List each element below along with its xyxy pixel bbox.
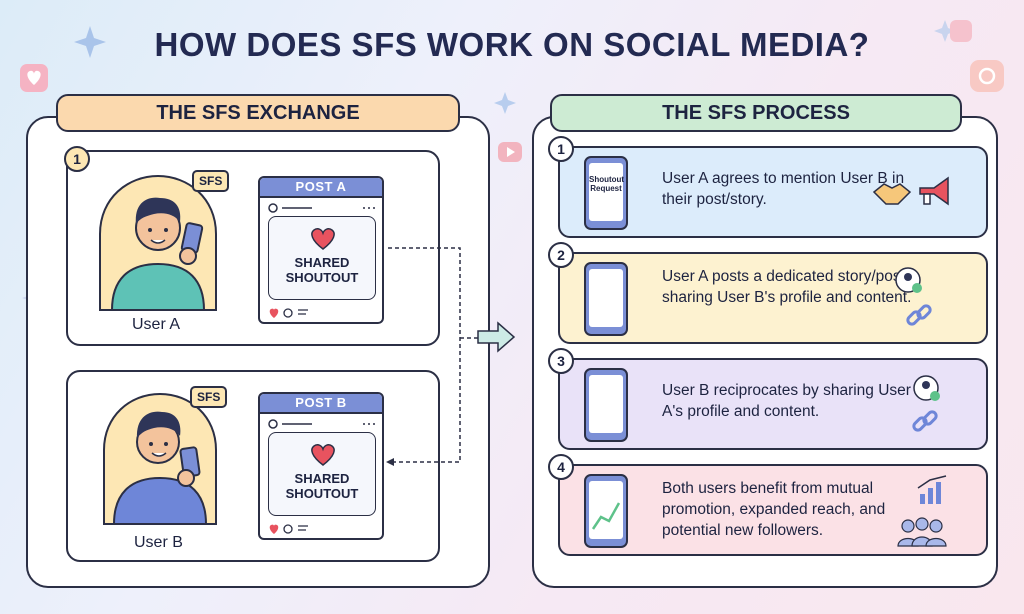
process-step-1: 1 Shoutout Request User A agrees to ment… <box>548 136 988 238</box>
sparkle-icon <box>494 92 516 114</box>
phone-icon: Shoutout Request <box>584 156 628 230</box>
step-number: 4 <box>548 454 574 480</box>
post-b: POST B SHARED SHOUTOUT <box>258 392 384 540</box>
sparkle-icon <box>934 20 956 42</box>
phone-icon <box>584 474 628 548</box>
followers-group-icon <box>897 517 947 547</box>
post-b-text: SHARED SHOUTOUT <box>269 471 375 501</box>
shoutout-label-line-2: Request <box>590 184 622 193</box>
bar-chart-icon <box>917 475 947 504</box>
link-icon <box>912 410 938 432</box>
step-3-text: User B reciprocates by sharing User A's … <box>662 382 911 420</box>
sfs-speech-bubble: SFS <box>192 170 230 192</box>
exchange-header: THE SFS EXCHANGE <box>56 94 460 132</box>
process-header: THE SFS PROCESS <box>550 94 962 132</box>
profile-check-icon <box>913 375 940 401</box>
post-a-text-line-1: SHARED <box>294 255 350 270</box>
process-step-2: 2 User A posts a dedicated story/post sh… <box>548 242 988 344</box>
post-a-title: POST A <box>260 178 382 198</box>
shoutout-label-line-1: Shoutout <box>589 175 625 184</box>
page-title: HOW DOES SFS WORK ON SOCIAL MEDIA? <box>154 26 870 63</box>
step-number: 2 <box>548 242 574 268</box>
post-action-icons <box>269 524 308 534</box>
user-b-illustration <box>103 392 217 525</box>
post-b-text-line-2: SHOUTOUT <box>285 486 359 501</box>
user-a-label: User A <box>132 316 181 333</box>
user-b-label: User B <box>134 534 183 551</box>
step-4-text: Both users benefit from mutual promotion… <box>662 480 886 539</box>
step-1-text: User A agrees to mention User B in their… <box>662 170 905 208</box>
step-2-text: User A posts a dedicated story/post shar… <box>662 268 912 306</box>
post-action-icons <box>269 308 308 318</box>
sfs-speech-bubble: SFS <box>190 386 228 408</box>
heart-badge-icon <box>950 20 972 42</box>
post-b-content: SHARED SHOUTOUT <box>268 432 376 516</box>
phone-icon <box>584 262 628 336</box>
post-b-text-line-1: SHARED <box>294 471 350 486</box>
heart-icon <box>311 444 335 466</box>
post-a-content: SHARED SHOUTOUT <box>268 216 376 300</box>
phone-icon <box>584 368 628 442</box>
post-header-lines <box>268 419 375 429</box>
growth-chart-icon <box>591 502 621 530</box>
camera-icon <box>970 60 1004 92</box>
step-number: 3 <box>548 348 574 374</box>
post-a: POST A SHARED SHOUTOUT <box>258 176 384 324</box>
step-number: 1 <box>548 136 574 162</box>
megaphone-icon <box>919 176 949 206</box>
process-step-4: 4 Both users benefit from mutual promoti… <box>548 454 988 556</box>
process-step-3: 3 User B reciprocates by sharing User A'… <box>548 348 988 450</box>
user-a-illustration <box>99 174 217 311</box>
step-number: 1 <box>64 146 90 172</box>
post-b-title: POST B <box>260 394 382 414</box>
post-a-text: SHARED SHOUTOUT <box>269 255 375 285</box>
exchange-connector <box>386 247 516 466</box>
link-icon <box>906 304 932 326</box>
profile-check-icon <box>895 267 922 293</box>
heart-badge-icon <box>20 64 48 92</box>
play-icon <box>498 142 522 162</box>
heart-icon <box>311 228 335 250</box>
post-header-lines <box>268 203 375 213</box>
sparkle-icon <box>74 26 106 58</box>
post-a-text-line-2: SHOUTOUT <box>285 270 359 285</box>
shoutout-request-label: Shoutout Request <box>589 175 625 193</box>
handshake-icon <box>872 183 912 205</box>
